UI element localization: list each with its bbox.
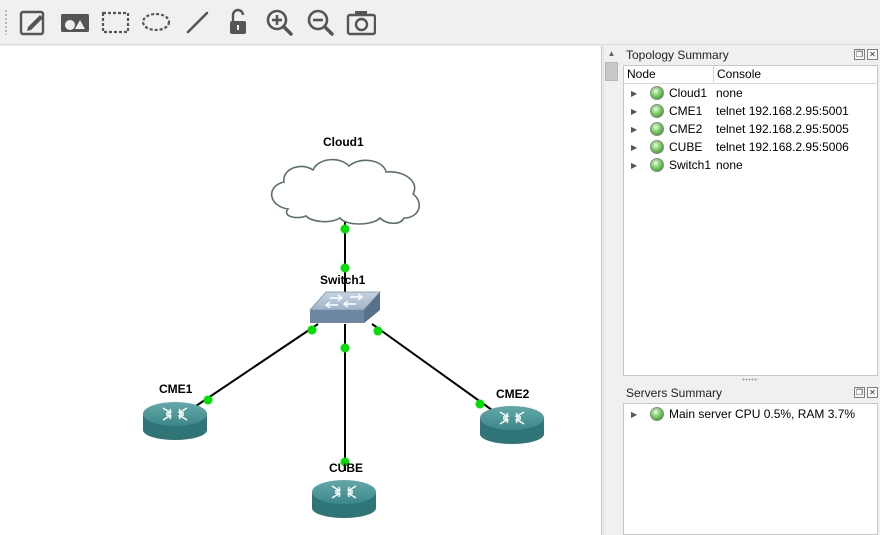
node-name: Cloud1 [669,86,708,100]
scrollbar-thumb[interactable] [605,62,618,81]
float-dock-icon[interactable]: ❐ [854,49,865,60]
tree-row[interactable]: ▶ CME1 telnet 192.168.2.95:5001 [624,102,877,120]
node-console: telnet 192.168.2.95:5001 [716,104,849,118]
node-console: telnet 192.168.2.95:5005 [716,122,849,136]
column-header-node[interactable]: Node [624,66,714,83]
status-led-icon [650,122,664,136]
zoom-out-icon [307,9,334,36]
servers-summary-tree[interactable]: ▶ Main server CPU 0.5%, RAM 3.7% [623,403,878,535]
topology-summary-dock: Topology Summary ❐ ✕ Node Console ▶ Clou… [620,46,880,376]
cme2-router-node[interactable] [480,406,544,444]
draw-rectangle-button[interactable] [98,5,132,39]
servers-summary-title-text: Servers Summary [626,386,723,400]
canvas-vertical-scrollbar[interactable]: ▲ [603,46,618,535]
lock-unlock-button[interactable] [221,5,255,39]
node-console: none [716,86,743,100]
expand-arrow-icon[interactable]: ▶ [631,124,638,134]
server-row[interactable]: ▶ Main server CPU 0.5%, RAM 3.7% [624,405,877,423]
zoom-out-button[interactable] [303,5,337,39]
link-status-dot [203,395,213,405]
link-status-dot [340,343,350,353]
topology-summary-title: Topology Summary ❐ ✕ [620,46,880,65]
link-switch1-cme1[interactable] [195,323,319,407]
scroll-up-arrow-icon[interactable]: ▲ [607,49,616,58]
status-led-icon [650,86,664,100]
topology-summary-title-text: Topology Summary [626,48,729,62]
topology-canvas[interactable]: Cloud1 Switch1 CME1 CME2 CUBE [0,46,602,535]
line-icon [186,11,209,34]
cube-router-node[interactable] [312,480,376,518]
expand-arrow-icon[interactable]: ▶ [631,409,638,419]
expand-arrow-icon[interactable]: ▶ [631,142,638,152]
cme1-label[interactable]: CME1 [159,382,193,396]
toolbar [0,0,880,45]
insert-picture-button[interactable] [57,5,91,39]
expand-arrow-icon[interactable]: ▶ [631,160,638,170]
servers-summary-dock: Servers Summary ❐ ✕ ▶ Main server CPU 0.… [620,384,880,535]
tree-header: Node Console [624,66,877,84]
draw-ellipse-button[interactable] [139,5,173,39]
close-dock-icon[interactable]: ✕ [867,49,878,60]
ellipse-icon [141,12,171,32]
status-led-icon [650,158,664,172]
edit-note-icon [19,10,45,36]
node-console: none [716,158,743,172]
node-name: CME1 [669,104,703,118]
topology-drawing[interactable] [0,46,602,535]
link-switch1-cme2[interactable] [371,323,493,411]
node-name: CUBE [669,140,703,154]
tree-row[interactable]: ▶ Switch1 none [624,156,877,174]
switch1-node[interactable] [309,291,381,323]
cloud1-node[interactable] [270,158,420,225]
unlock-icon [230,8,246,34]
rectangle-icon [101,11,130,34]
status-led-icon [650,104,664,118]
zoom-in-icon [266,9,293,36]
dock-splitter-handle[interactable] [742,378,758,381]
picture-icon [61,14,89,32]
cme2-label[interactable]: CME2 [496,387,530,401]
link-status-dot [373,326,383,336]
link-status-dot [340,224,350,234]
camera-icon [346,11,376,36]
link-status-dot [475,399,485,409]
node-console: telnet 192.168.2.95:5006 [716,140,849,154]
expand-arrow-icon[interactable]: ▶ [631,106,638,116]
link-status-dot [340,263,350,273]
tree-row[interactable]: ▶ CME2 telnet 192.168.2.95:5005 [624,120,877,138]
zoom-in-button[interactable] [262,5,296,39]
screenshot-button[interactable] [344,5,378,39]
server-status-text: Main server CPU 0.5%, RAM 3.7% [669,407,856,421]
node-name: Switch1 [669,158,712,172]
draw-line-button[interactable] [180,5,214,39]
tree-row[interactable]: ▶ CUBE telnet 192.168.2.95:5006 [624,138,877,156]
expand-arrow-icon[interactable]: ▶ [631,88,638,98]
toolbar-grip[interactable] [4,9,8,35]
topology-summary-tree[interactable]: Node Console ▶ Cloud1 none ▶ CME1 telnet… [623,65,878,376]
status-led-icon [650,407,664,421]
cloud1-label[interactable]: Cloud1 [323,135,364,149]
add-note-button[interactable] [16,5,50,39]
node-name: CME2 [669,122,703,136]
status-led-icon [650,140,664,154]
tree-row[interactable]: ▶ Cloud1 none [624,84,877,102]
servers-summary-title: Servers Summary ❐ ✕ [620,384,880,403]
cube-label[interactable]: CUBE [329,461,364,475]
float-dock-icon[interactable]: ❐ [854,387,865,398]
link-status-dot [307,325,317,335]
cme1-router-node[interactable] [143,402,207,440]
column-header-console[interactable]: Console [717,67,762,81]
link-status-dot [340,457,350,467]
close-dock-icon[interactable]: ✕ [867,387,878,398]
switch1-label[interactable]: Switch1 [320,273,366,287]
